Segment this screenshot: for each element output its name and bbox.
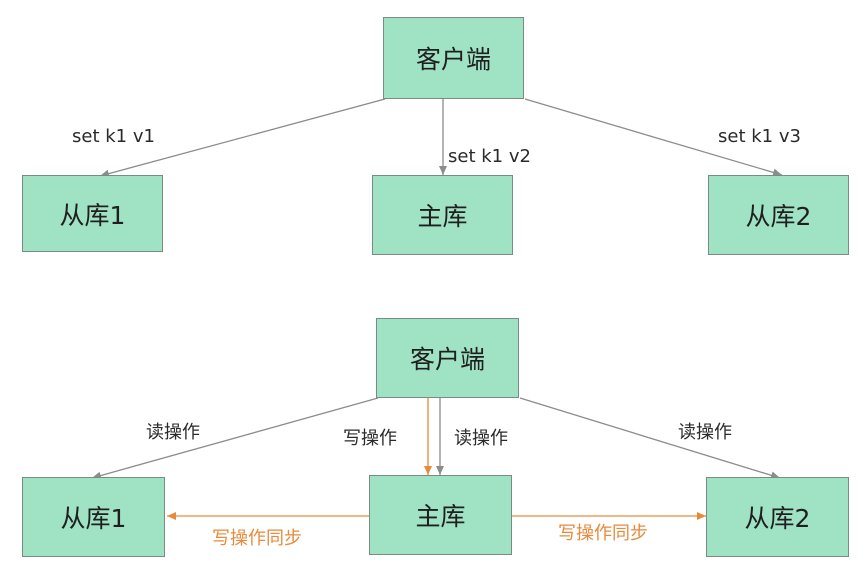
top-master-node: 主库 — [372, 175, 513, 255]
top-edge-label-left: set k1 v1 — [72, 126, 155, 147]
bottom-read-label-mid: 读操作 — [454, 428, 508, 449]
bottom-client-node: 客户端 — [376, 318, 519, 398]
top-client-node: 客户端 — [383, 17, 524, 99]
sync-label-right: 写操作同步 — [558, 523, 648, 544]
top-edge-label-right: set k1 v3 — [718, 126, 801, 147]
bottom-slave1-node: 从库1 — [22, 477, 165, 557]
sync-label-left: 写操作同步 — [212, 528, 302, 549]
edge-top-client-to-slave2 — [524, 98, 783, 177]
bottom-write-label: 写操作 — [343, 428, 397, 449]
top-slave2-node: 从库2 — [708, 175, 849, 255]
bottom-slave2-node: 从库2 — [706, 477, 849, 557]
bottom-read-label-right: 读操作 — [678, 422, 732, 443]
bottom-master-node: 主库 — [369, 475, 512, 555]
edge-bottom-read-slave1 — [91, 397, 379, 480]
top-edge-label-mid: set k1 v2 — [448, 146, 531, 167]
top-slave1-node: 从库1 — [22, 175, 163, 252]
edge-bottom-read-slave2 — [519, 397, 781, 480]
bottom-read-label-left: 读操作 — [146, 422, 200, 443]
edge-top-client-to-slave1 — [99, 98, 386, 178]
